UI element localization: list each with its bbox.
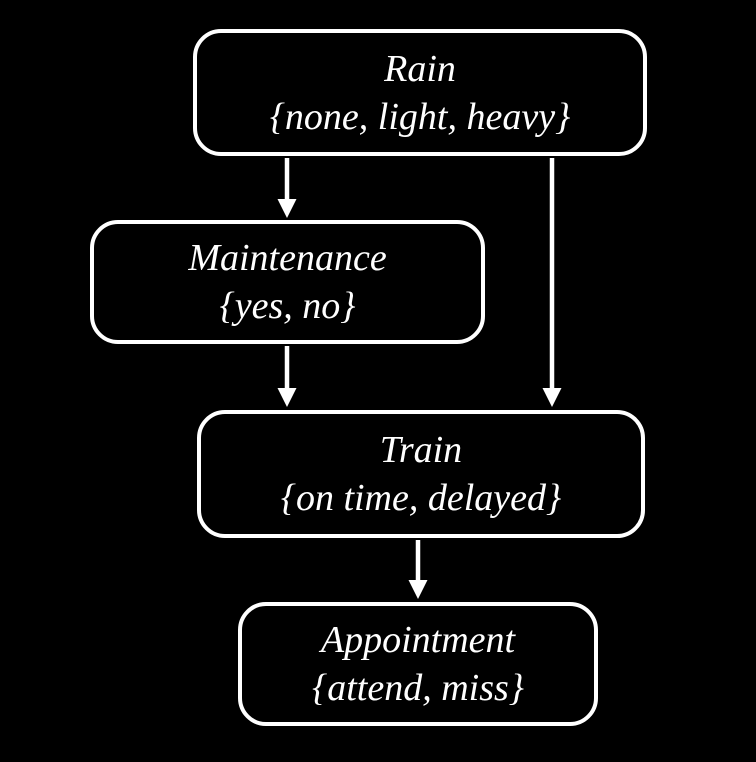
edge-rain-to-train xyxy=(542,158,562,407)
node-train-name: Train xyxy=(379,429,463,471)
node-appointment: Appointment {attend, miss} xyxy=(238,602,598,726)
edge-maintenance-to-train xyxy=(277,346,297,407)
node-rain-name: Rain xyxy=(384,47,456,90)
arrowhead-down-icon xyxy=(542,388,562,407)
node-maintenance-domain: {yes, no} xyxy=(219,285,356,327)
arrowhead-down-icon xyxy=(277,388,297,407)
edge-train-to-appointment xyxy=(408,540,428,599)
arrowhead-down-icon xyxy=(277,199,297,218)
edge-rain-to-maintenance xyxy=(277,158,297,218)
node-train-domain: {on time, delayed} xyxy=(280,477,562,519)
node-train: Train {on time, delayed} xyxy=(197,410,645,538)
node-rain: Rain {none, light, heavy} xyxy=(193,29,647,156)
arrowhead-down-icon xyxy=(408,580,428,599)
node-appointment-domain: {attend, miss} xyxy=(312,667,524,709)
node-maintenance: Maintenance {yes, no} xyxy=(90,220,485,344)
node-rain-domain: {none, light, heavy} xyxy=(269,95,571,138)
node-appointment-name: Appointment xyxy=(320,619,516,661)
node-maintenance-name: Maintenance xyxy=(188,237,387,279)
